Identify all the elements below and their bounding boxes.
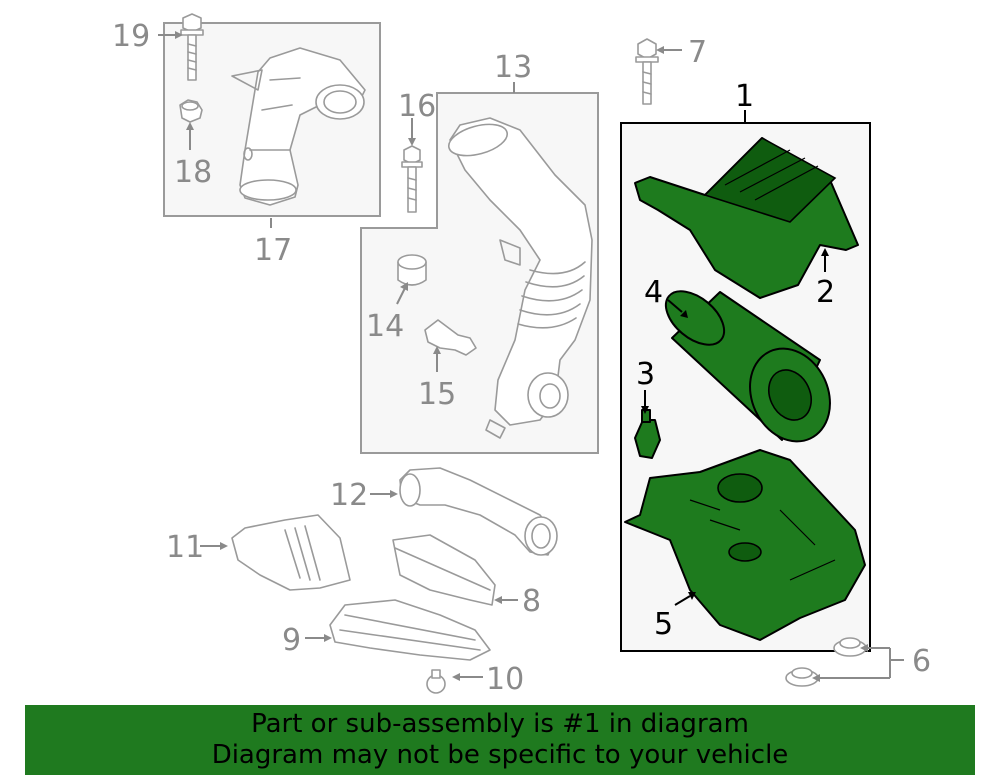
callout-9: 9 — [282, 623, 301, 658]
grommets-6 — [785, 637, 867, 687]
parts-diagram: 19 18 17 16 13 14 15 12 11 8 9 10 7 6 1 … — [112, 13, 931, 697]
callout-18: 18 — [174, 155, 212, 190]
callout-5: 5 — [654, 607, 673, 642]
callout-6: 6 — [912, 644, 931, 679]
duct-9 — [329, 599, 491, 661]
callout-19: 19 — [112, 19, 150, 54]
callout-14: 14 — [366, 309, 404, 344]
banner-line-1: Part or sub-assembly is #1 in diagram — [251, 709, 749, 739]
callout-10: 10 — [486, 662, 524, 697]
callout-17: 17 — [254, 233, 292, 268]
air-filter-4 — [664, 290, 831, 443]
callout-1: 1 — [735, 79, 754, 114]
nut-18 — [179, 99, 203, 123]
callout-11: 11 — [166, 530, 204, 565]
lower-housing-5 — [624, 449, 866, 641]
callout-2: 2 — [816, 275, 835, 310]
callout-12: 12 — [330, 478, 368, 513]
shield-8 — [392, 534, 496, 606]
hose-12 — [399, 467, 558, 556]
duct-11 — [231, 514, 351, 591]
disclaimer-banner: Part or sub-assembly is #1 in diagram Di… — [25, 705, 975, 775]
clip-10 — [426, 669, 446, 694]
sensor-15 — [424, 319, 477, 356]
grommet-14 — [397, 254, 427, 286]
intake-tube-17 — [231, 47, 366, 206]
callout-8: 8 — [522, 584, 541, 619]
callout-16: 16 — [398, 89, 436, 124]
intake-duct-13 — [447, 117, 593, 439]
upper-housing-2 — [634, 137, 859, 299]
bolt-19 — [180, 13, 204, 81]
callout-13: 13 — [494, 50, 532, 85]
banner-line-2: Diagram may not be specific to your vehi… — [211, 740, 789, 770]
callout-7: 7 — [688, 35, 707, 70]
callout-3: 3 — [636, 357, 655, 392]
callout-4: 4 — [644, 275, 663, 310]
bolt-16 — [401, 145, 423, 213]
callout-15: 15 — [418, 377, 456, 412]
bolt-7 — [635, 38, 659, 105]
